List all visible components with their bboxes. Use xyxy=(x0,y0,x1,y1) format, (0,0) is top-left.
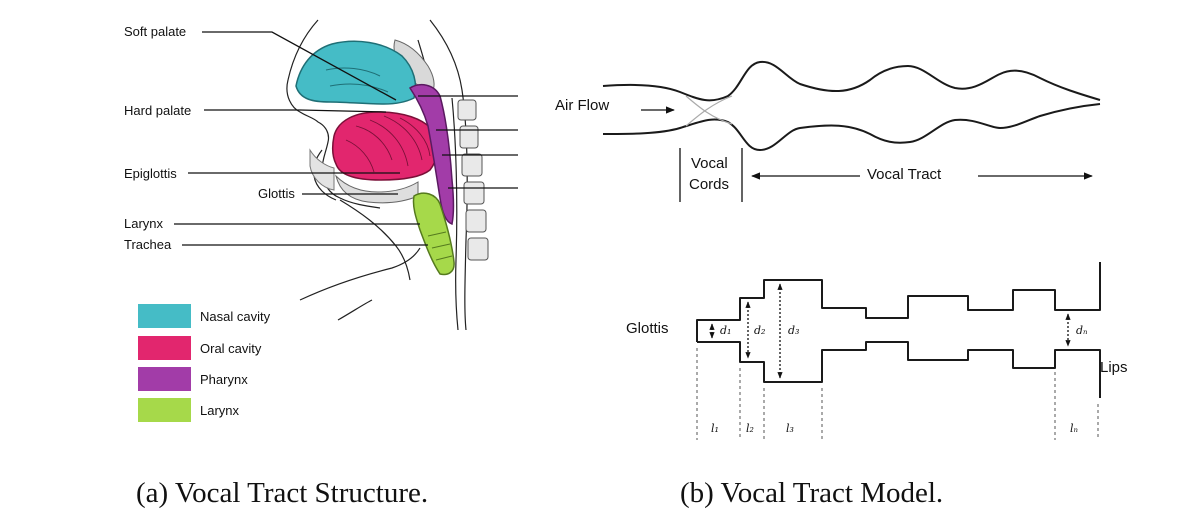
label-l3: l₃ xyxy=(786,422,794,435)
label-vocal-tract: Vocal Tract xyxy=(867,166,942,183)
nasal-cavity-region xyxy=(295,40,417,105)
label-lips: Lips xyxy=(1100,359,1128,376)
label-trachea: Trachea xyxy=(124,237,172,252)
caption-panel-b: (b) Vocal Tract Model. xyxy=(680,477,943,509)
label-d3: d₃ xyxy=(788,324,799,337)
label-hard-palate: Hard palate xyxy=(124,103,191,118)
label-l1: l₁ xyxy=(711,422,719,435)
label-epiglottis: Epiglottis xyxy=(124,166,177,181)
legend-label-pharynx: Pharynx xyxy=(200,372,248,387)
label-air-flow: Air Flow xyxy=(555,97,609,114)
stepped-upper-wall xyxy=(696,262,1101,342)
legend-label-larynx: Larynx xyxy=(200,403,240,418)
label-glottis-model: Glottis xyxy=(626,320,669,337)
anatomy-illustration xyxy=(286,19,489,331)
label-vocal-cords-line2: Cords xyxy=(689,176,729,193)
label-d2: d₂ xyxy=(754,324,765,337)
legend-swatch-larynx xyxy=(138,398,191,422)
legend-swatch-oral-cavity xyxy=(138,336,191,360)
tube-upper-wall xyxy=(602,60,1101,102)
legend-label-nasal-cavity: Nasal cavity xyxy=(200,309,271,324)
label-soft-palate: Soft palate xyxy=(124,24,186,39)
label-l2: l₂ xyxy=(746,422,754,435)
larynx-region xyxy=(412,192,455,276)
label-d1: d₁ xyxy=(720,324,731,337)
vocal-tract-tube xyxy=(602,60,1101,151)
legend-swatch-nasal-cavity xyxy=(138,304,191,328)
label-vocal-cords-line1: Vocal xyxy=(691,155,728,172)
label-ln: lₙ xyxy=(1070,422,1078,435)
legend-label-oral-cavity: Oral cavity xyxy=(200,341,262,356)
label-glottis-anatomy: Glottis xyxy=(258,186,295,201)
label-dn: dₙ xyxy=(1076,324,1088,337)
caption-panel-a: (a) Vocal Tract Structure. xyxy=(136,477,428,509)
vocal-cords-membrane xyxy=(685,95,733,127)
anatomy-leader-lines xyxy=(174,31,518,246)
label-larynx: Larynx xyxy=(124,216,164,231)
legend: Nasal cavity Oral cavity Pharynx Larynx xyxy=(138,304,271,422)
legend-swatch-pharynx xyxy=(138,367,191,391)
stepped-lower-wall xyxy=(697,341,1101,398)
stepped-tube-model xyxy=(696,262,1101,440)
tube-lower-wall xyxy=(602,103,1101,151)
